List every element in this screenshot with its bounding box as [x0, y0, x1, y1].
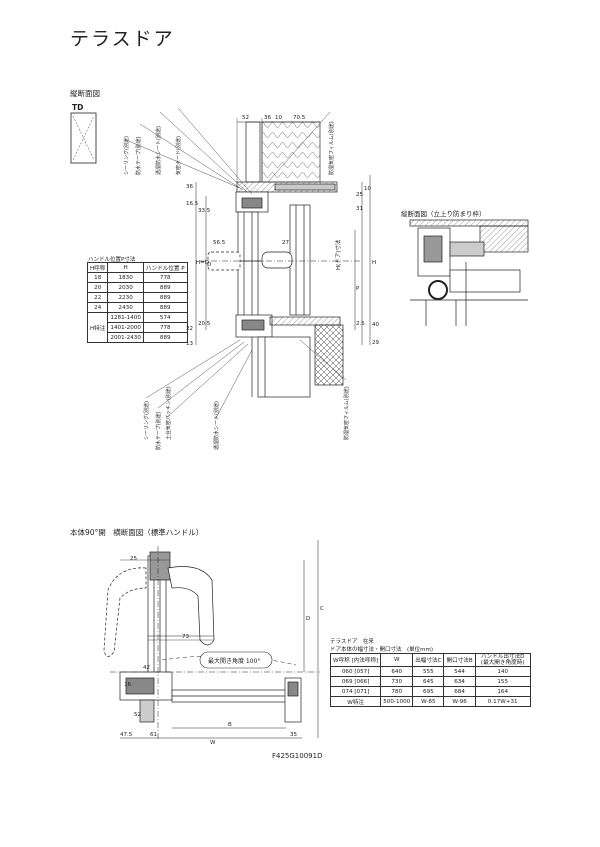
dim-label: 52 [134, 712, 141, 718]
table-cell: H特注 [86, 312, 109, 343]
horizontal-section-label: 本体90°開 横断面図（標準ハンドル） [70, 528, 204, 537]
dim-label: D [306, 616, 310, 622]
table-cell: W特注 [329, 696, 382, 707]
callout-label: シーリング(別途) [123, 136, 130, 175]
dim-label: H=D [196, 260, 209, 266]
handle-table-caption: ハンドル位置P寸法 [88, 257, 136, 263]
dim-label: 25 [130, 556, 137, 562]
dim-label: D [207, 262, 211, 268]
dim-label: 56.5 [213, 240, 226, 246]
horizontal-section-dimensions: 73 42 47.5 61 B 35 W C D 16 52 25 [120, 556, 324, 746]
dim-label: 36 [264, 115, 271, 121]
dim-label: 16 [124, 682, 131, 688]
dim-label: 13 [186, 341, 193, 347]
table-row: W特注 500-1000 W-85 W-96 0.17W+31 [329, 696, 531, 707]
dim-label: 22 [186, 326, 193, 332]
dim-label: B [228, 722, 232, 728]
dim-label: 36 [186, 184, 193, 190]
dim-label: 31 [356, 206, 363, 212]
dim-label: C [320, 606, 324, 612]
dim-label: 16.5 [186, 201, 199, 207]
callout-label: シーリング(別途) [143, 401, 150, 440]
dim-label: 10 [275, 115, 282, 121]
dim-label: 33.5 [198, 208, 211, 214]
callout-label: 防水テープ(別途) [155, 411, 162, 450]
dim-label: W [210, 740, 216, 746]
dim-label: 35 [290, 732, 297, 738]
vertical-section-drawing [125, 107, 371, 419]
dim-label: H [372, 260, 376, 266]
drawing-code: F425G10091D [272, 752, 323, 760]
top-callouts: シーリング(別途) 防水テープ(別途) 透湿防水シート(別途) 気密ボード(別途… [123, 121, 335, 175]
dim-label: 42 [143, 665, 150, 671]
opening-size-table: W呼称 [内法呼称] W 出幅寸法C 開口寸法B ハンドル出寸法D (最大開き角… [329, 653, 531, 707]
vertical-section-label: 縦断面図 [70, 89, 100, 98]
callout-label: 防湿気密フィルム(別途) [328, 121, 335, 175]
table-cell: 889 [142, 332, 188, 343]
callout-label: 防湿気密フィルム(別途) [343, 386, 350, 440]
bottom-callouts: シーリング(別途) 防水テープ(別途) 透湿防水シート(別途) 防湿気密フィルム… [143, 386, 350, 450]
dim-label: 52 [242, 115, 249, 121]
table-row: 2001-2430 889 [88, 332, 188, 343]
callout-label: 防水テープ(別途) [135, 136, 142, 175]
door-type-icon [70, 112, 97, 164]
callout-label: 土台気密パッキン(別途) [165, 386, 172, 440]
table-cell: 0.17W+31 [474, 696, 531, 707]
dim-label: 70.5 [293, 115, 306, 121]
opening-table-caption-1: テラスドア 在来 [330, 639, 374, 645]
dim-label: 73 [182, 634, 189, 640]
dim-label: 27 [282, 240, 289, 246]
dim-label: 61 [150, 732, 157, 738]
dim-label: P [356, 286, 360, 292]
dim-label: 40 [372, 322, 379, 328]
table-cell: W-85 [412, 696, 445, 707]
handle-position-table: H呼称 H ハンドル位置 P 18 1830 778 20 2030 889 2… [86, 262, 188, 343]
dim-label: 29 [372, 340, 379, 346]
angle-note: 最大開き角度 100° [199, 651, 273, 669]
callout-label: 透湿防水シート(別途) [213, 401, 220, 450]
dim-label: 20.5 [198, 321, 211, 327]
vertical-section-code: TD [72, 103, 84, 112]
horizontal-section-drawing [103, 540, 320, 740]
table-row: 060 [057] 640 555 544 140 [329, 666, 531, 677]
vertical-section-dimensions: 52 36 10 70.5 36 16.5 33.5 20.5 22 13 31… [186, 115, 379, 347]
callout-label: 気密ボード(別途) [175, 136, 182, 175]
opening-table-caption-2: ドア本体の幅寸法・開口寸法 (単位mm) [330, 647, 434, 653]
detail-section-drawing [409, 219, 529, 326]
dim-label: 10 [364, 186, 371, 192]
dim-label: 2.5 [356, 321, 365, 327]
angle-note-text: 最大開き角度 100° [208, 657, 260, 665]
callout-label: 透湿防水シート(別途) [155, 126, 162, 175]
table-cell: W-96 [443, 696, 476, 707]
dim-label: H(ドア)寸法 [334, 239, 342, 270]
dim-label: 47.5 [120, 732, 133, 738]
detail-section-label: 縦断面図（立上り防まり枠） [401, 210, 486, 218]
page-title: テラスドア [70, 28, 175, 50]
dim-label: 25 [356, 192, 363, 198]
